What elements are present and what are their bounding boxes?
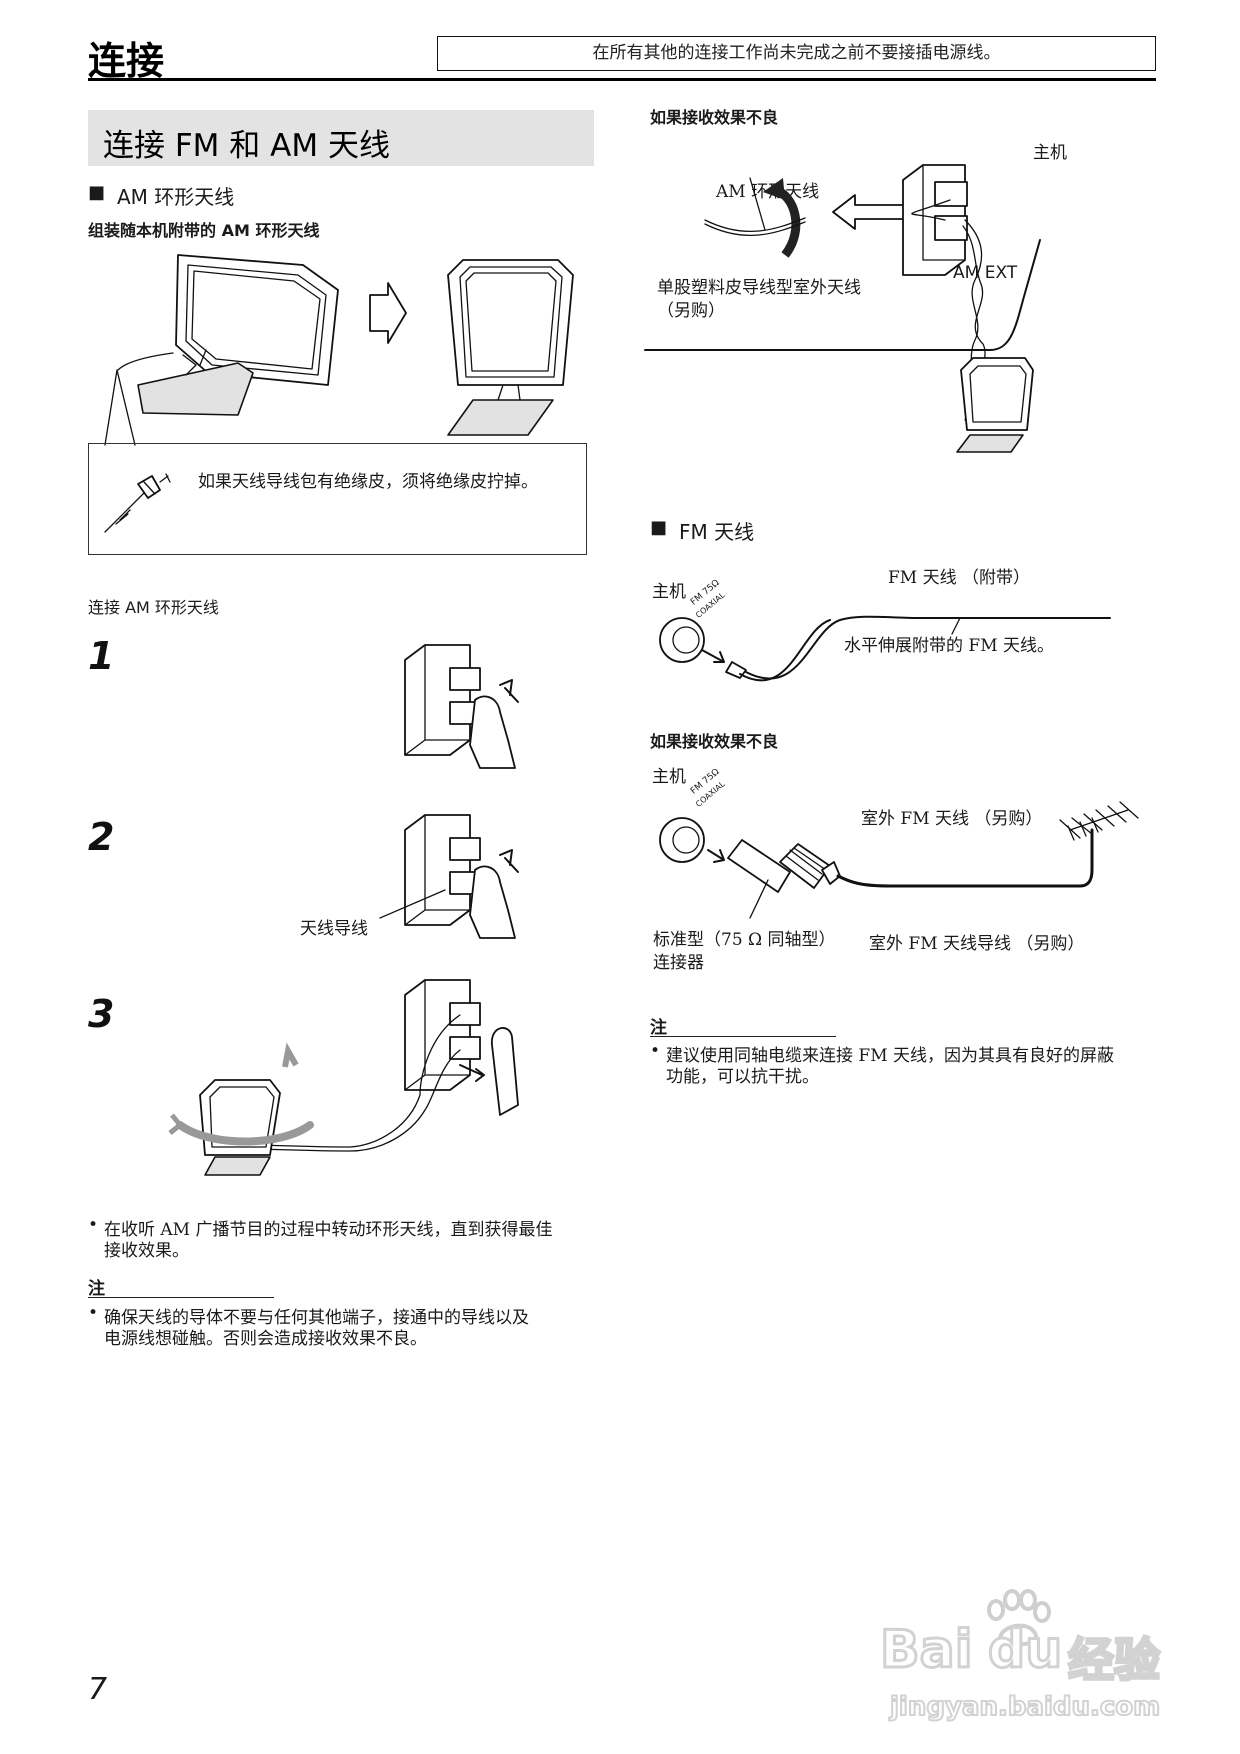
outdoor-fm-antenna-label: 室外 FM 天线 （另购） <box>861 809 1043 829</box>
right-note-line2: 功能，可以抗干扰。 <box>666 1067 819 1087</box>
fm-antenna-label: FM 天线 （附带） <box>888 568 1031 588</box>
left-note-rule <box>88 1297 274 1298</box>
outdoor-fm-wire-label: 室外 FM 天线导线 （另购） <box>869 934 1085 954</box>
paw-print-icon <box>987 1589 1051 1647</box>
step2-wire-insert-illustration <box>379 814 519 939</box>
fm-heading-marker: ■ <box>650 517 668 538</box>
watermark-brand-du: du <box>986 1619 1063 1682</box>
coax-connector-label-line2: 连接器 <box>653 953 704 973</box>
am-poor-reception-illustration <box>644 164 1041 453</box>
header-notice-text: 在所有其他的连接工作尚未完成之前不要接插电源线。 <box>592 43 1001 63</box>
am-heading: AM 环形天线 <box>117 185 235 209</box>
left-note-bullet: • <box>88 1303 99 1323</box>
section-title-bar <box>88 110 594 166</box>
left-note-title: 注 <box>88 1279 105 1299</box>
fm-poor-heading: 如果接收效果不良 <box>650 732 779 751</box>
am-assemble-label: 组装随本机附带的 AM 环形天线 <box>88 221 320 240</box>
am-loop-after-icon <box>447 259 574 436</box>
fm-poor-unit-label: 主机 <box>652 767 686 787</box>
antenna-wire-label: 天线导线 <box>300 919 368 939</box>
page-number: 7 <box>88 1672 108 1707</box>
rotate-tip-line1: 在收听 AM 广播节目的过程中转动环形天线，直到获得最佳 <box>104 1220 553 1240</box>
am-poor-heading: 如果接收效果不良 <box>650 108 779 127</box>
insulation-tip-box <box>88 443 587 555</box>
coax-connector-label-line1: 标准型（75 Ω 同轴型） <box>653 930 836 950</box>
fm-antenna-illustration <box>659 615 1111 682</box>
rotate-tip-line2: 接收效果。 <box>104 1241 189 1261</box>
outdoor-am-label-line2: （另购） <box>657 301 725 321</box>
right-note-line1: 建议使用同轴电缆来连接 FM 天线，因为其具有良好的屏蔽 <box>666 1046 1115 1066</box>
am-loop-before-icon <box>117 254 339 416</box>
step3-loop-connected-illustration <box>168 979 519 1176</box>
transition-arrow-icon <box>369 282 407 344</box>
outdoor-am-label-line1: 单股塑料皮导线型室外天线 <box>657 278 861 298</box>
insulation-tip-text: 如果天线导线包有绝缘皮，须将绝缘皮拧掉。 <box>198 472 538 492</box>
tip-callout-lines <box>104 369 136 446</box>
right-note-title: 注 <box>650 1018 667 1038</box>
rotate-tip-bullet: • <box>88 1215 99 1235</box>
left-note-line1: 确保天线的导体不要与任何其他端子，接通中的导线以及 <box>104 1308 529 1328</box>
header-notice-box: 在所有其他的连接工作尚未完成之前不要接插电源线。 <box>437 36 1156 71</box>
watermark-jingyan: 经验 <box>1067 1632 1162 1689</box>
baidu-watermark: Bai du 经验 jingyan.baidu.com <box>879 1589 1200 1740</box>
right-note-rule <box>650 1036 836 1037</box>
watermark-brand: Bai <box>879 1619 975 1682</box>
page-title: 连接 <box>88 39 165 83</box>
step-number-3: 3 <box>88 992 115 1036</box>
fm-outdoor-illustration <box>659 801 1139 919</box>
am-connect-label: 连接 AM 环形天线 <box>88 598 219 617</box>
am-heading-marker: ■ <box>88 182 106 203</box>
step-number-2: 2 <box>88 815 115 859</box>
step-number-1: 1 <box>88 634 115 678</box>
left-note-line2: 电源线想碰触。否则会造成接收效果不良。 <box>104 1329 427 1349</box>
step1-terminal-press-illustration <box>404 644 519 769</box>
am-ext-label: AM EXT <box>953 263 1018 283</box>
header-rule <box>88 78 1156 81</box>
wire-twist-icon <box>104 473 171 533</box>
am-loop-assembly-illustration <box>117 254 574 436</box>
right-note-bullet: • <box>650 1041 661 1061</box>
fm-heading: FM 天线 <box>679 520 755 544</box>
watermark-url: jingyan.baidu.com <box>889 1691 1161 1723</box>
section-title: 连接 FM 和 AM 天线 <box>103 128 390 164</box>
fm-unit-label: 主机 <box>652 582 686 602</box>
fm-extend-tip: 水平伸展附带的 FM 天线。 <box>844 636 1055 656</box>
am-poor-unit-label: 主机 <box>1033 143 1067 163</box>
